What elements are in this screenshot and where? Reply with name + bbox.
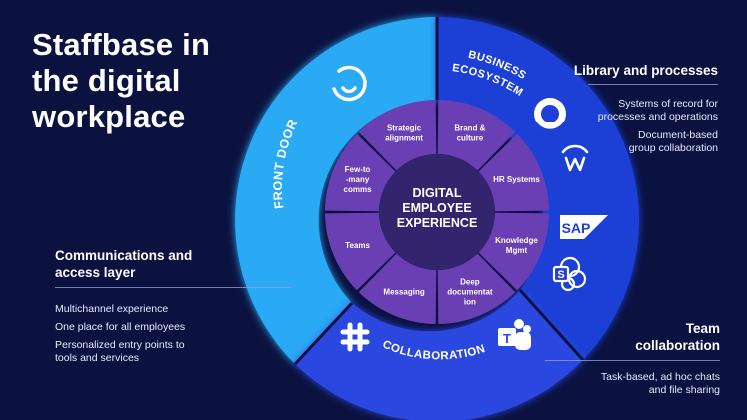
team-collab-item: Task-based, ad hoc chats and file sharin… — [600, 371, 720, 396]
inner-segment — [437, 253, 516, 324]
svg-text:SAP: SAP — [562, 220, 591, 236]
team-collab-divider — [545, 360, 720, 361]
outer-divider-left — [293, 301, 354, 366]
library-divider — [588, 84, 718, 85]
center-line-3: EXPERIENCE — [397, 216, 478, 230]
svg-text:S: S — [557, 269, 564, 281]
library-item: Systems of record for processes and oper… — [597, 98, 718, 123]
inner-segment — [325, 212, 396, 291]
staffbase-logo-icon — [332, 65, 367, 102]
sharepoint-icon: S — [552, 256, 587, 292]
inner-segment-label: Brand &culture — [454, 124, 485, 143]
inner-segment-label: Teams — [345, 241, 370, 250]
center-circle — [379, 154, 495, 270]
communications-block: Communications and access layer Multicha… — [55, 247, 295, 365]
inner-segment — [358, 100, 437, 171]
communications-divider — [55, 287, 291, 288]
inner-segment — [478, 133, 549, 212]
page-title: Staffbase in the digital workplace — [32, 27, 211, 134]
outer-divider-right — [518, 288, 585, 362]
svg-text:T: T — [503, 331, 511, 346]
inner-segment — [325, 133, 396, 212]
business-ecosystem-sector — [437, 17, 640, 360]
library-item: Document-based group collaboration — [628, 129, 718, 154]
inner-segment — [478, 212, 549, 291]
okta-icon — [534, 98, 566, 132]
sap-icon: SAP — [560, 215, 608, 239]
collaboration-sector — [295, 290, 583, 420]
inner-segment-label: HR Systems — [493, 175, 540, 184]
workday-icon — [561, 144, 589, 172]
inner-segment-label: Messaging — [383, 287, 424, 296]
inner-segment — [437, 100, 516, 171]
inner-segment — [358, 253, 437, 324]
library-heading: Library and processes — [573, 63, 718, 78]
slack-icon — [340, 322, 370, 352]
center-line-2: EMPLOYEE — [402, 201, 471, 215]
team-collab-block: Team collaboration Task-based, ad hoc ch… — [545, 320, 720, 397]
communications-item: One place for all employees — [55, 321, 186, 333]
communications-heading: Communications and access layer — [55, 248, 193, 280]
team-collab-heading: Team collaboration — [635, 321, 720, 353]
library-block: Library and processes Systems of record … — [520, 62, 718, 155]
front-door-sector — [235, 17, 437, 364]
teams-icon: T — [498, 319, 531, 350]
communications-item: Personalized entry points to tools and s… — [55, 339, 185, 364]
communications-item: Multichannel experience — [55, 303, 169, 315]
center-line-1: DIGITAL — [412, 186, 461, 200]
